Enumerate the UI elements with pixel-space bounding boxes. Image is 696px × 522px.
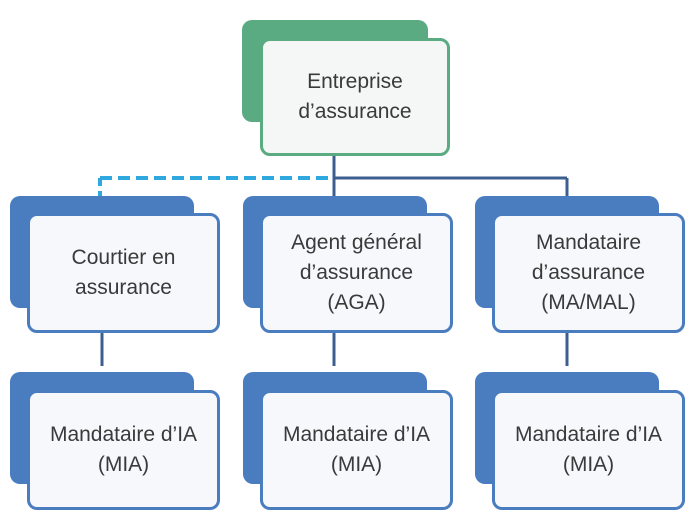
node-label-line: (MA/MAL) [541, 291, 636, 314]
node-label-line: Mandataire d’IA [514, 423, 663, 446]
node-label-line: Agent général [291, 231, 422, 254]
node-label-line: (MIA) [97, 453, 150, 476]
node-box: Mandataire d’IA (MIA) [260, 390, 453, 510]
node-box: Mandataire d’IA (MIA) [27, 390, 220, 510]
node-label-line: d’assurance [298, 100, 412, 123]
node-box: Mandataire d’IA (MIA) [492, 390, 685, 510]
node-box: Mandataire d’assurance (MA/MAL) [492, 213, 685, 333]
node-label-line: Mandataire d’IA [282, 423, 431, 446]
node-box: Agent général d’assurance (AGA) [260, 213, 453, 333]
node-label-line: (MIA) [330, 453, 383, 476]
node-label-line: Mandataire d’IA [49, 423, 198, 446]
node-label-line: assurance [75, 276, 172, 299]
node-label-line: d’assurance [299, 261, 414, 284]
node-label-line: (AGA) [327, 291, 386, 314]
node-box: Entreprise d’assurance [260, 38, 450, 156]
node-label-line: Courtier en [71, 246, 176, 269]
node-box: Courtier en assurance [27, 213, 220, 333]
node-label-line: Entreprise [307, 70, 403, 93]
node-label-line: (MIA) [562, 453, 615, 476]
node-label-line: Mandataire [535, 231, 642, 254]
node-label-line: d’assurance [531, 261, 646, 284]
